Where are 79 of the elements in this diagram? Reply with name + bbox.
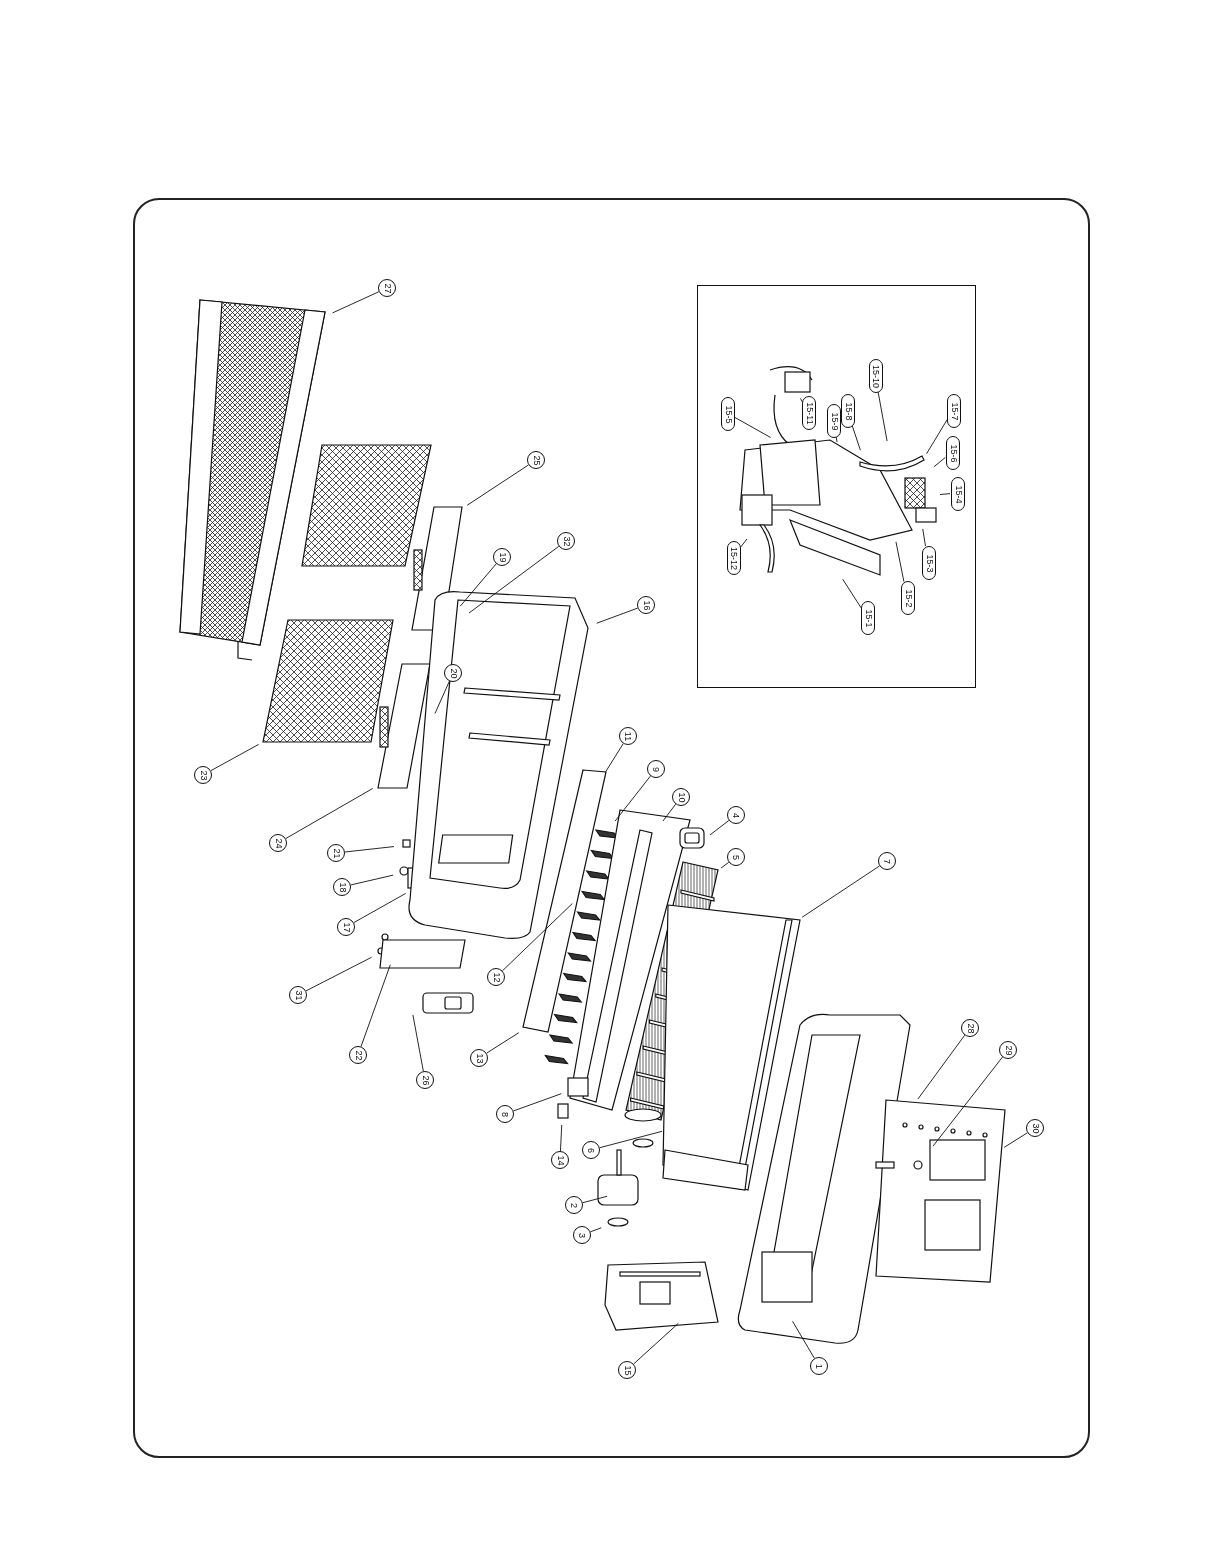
callout-number: 15-5 bbox=[721, 397, 735, 431]
callout-number: 27 bbox=[378, 279, 396, 297]
callout-number: 10 bbox=[672, 788, 690, 806]
callout-number: 15-2 bbox=[901, 581, 915, 615]
callout-number: 23 bbox=[194, 766, 212, 784]
callout-number: 17 bbox=[337, 918, 355, 936]
callout-number: 1 bbox=[810, 1357, 828, 1375]
callout-number: 15 bbox=[618, 1361, 636, 1379]
callout-number: 22 bbox=[349, 1046, 367, 1064]
callout-number: 15-8 bbox=[841, 394, 855, 428]
callout-number: 26 bbox=[416, 1071, 434, 1089]
leader-line bbox=[210, 743, 260, 772]
callout-number: 5 bbox=[727, 848, 745, 866]
leader-line bbox=[877, 390, 888, 442]
leader-line bbox=[332, 291, 380, 314]
leader-line bbox=[895, 541, 905, 583]
callout-number: 2 bbox=[565, 1196, 583, 1214]
callout-number: 3 bbox=[573, 1226, 591, 1244]
leader-line bbox=[599, 1130, 663, 1149]
leader-line bbox=[350, 874, 394, 886]
callout-number: 25 bbox=[527, 451, 545, 469]
leader-line bbox=[486, 1032, 520, 1054]
leader-line bbox=[922, 528, 926, 547]
callout-number: 8 bbox=[496, 1105, 514, 1123]
leader-line bbox=[799, 397, 803, 403]
callout-number: 13 bbox=[470, 1049, 488, 1067]
callout-number: 15-1 bbox=[861, 601, 875, 635]
leader-line bbox=[933, 457, 946, 468]
callout-number: 32 bbox=[557, 532, 575, 550]
leader-line bbox=[842, 578, 862, 609]
callout-number: 28 bbox=[961, 1019, 979, 1037]
callout-number: 21 bbox=[327, 844, 345, 862]
leader-line bbox=[792, 1320, 815, 1359]
leader-line bbox=[466, 464, 529, 506]
leader-line bbox=[305, 956, 372, 992]
leader-line bbox=[926, 419, 948, 455]
callout-number: 29 bbox=[999, 1041, 1017, 1059]
leader-line bbox=[835, 435, 838, 443]
leader-line bbox=[596, 607, 638, 624]
leader-line bbox=[360, 964, 391, 1047]
callout-number: 15-12 bbox=[727, 541, 741, 575]
callout-number: 15-9 bbox=[827, 404, 841, 438]
callout-number: 12 bbox=[487, 968, 505, 986]
callout-number: 15-4 bbox=[951, 477, 965, 511]
callout-number: 11 bbox=[619, 727, 637, 745]
leader-line bbox=[285, 788, 374, 839]
leader-line bbox=[939, 493, 951, 495]
leader-line bbox=[1003, 1132, 1028, 1148]
callout-number: 15-6 bbox=[946, 436, 960, 470]
callout-number: 31 bbox=[289, 986, 307, 1004]
leader-line bbox=[412, 1014, 424, 1072]
callout-number: 15-11 bbox=[802, 396, 816, 430]
callout-number: 15-3 bbox=[922, 546, 936, 580]
leader-line bbox=[344, 846, 395, 853]
callout-number: 30 bbox=[1026, 1119, 1044, 1137]
callout-number: 24 bbox=[269, 834, 287, 852]
leader-line bbox=[353, 893, 407, 924]
callout-number: 15-7 bbox=[947, 394, 961, 428]
callout-number: 4 bbox=[727, 806, 745, 824]
leader-line bbox=[738, 538, 748, 550]
leader-line bbox=[560, 1124, 563, 1152]
leader-line bbox=[513, 1093, 562, 1112]
leader-line bbox=[502, 903, 573, 972]
leader-line bbox=[605, 743, 624, 773]
leader-line bbox=[633, 1322, 679, 1365]
callout-number: 7 bbox=[878, 852, 896, 870]
callout-number: 18 bbox=[333, 878, 351, 896]
leader-line bbox=[582, 1195, 608, 1204]
callout-number: 6 bbox=[582, 1141, 600, 1159]
callout-number: 14 bbox=[551, 1151, 569, 1169]
leader-line bbox=[589, 1227, 602, 1233]
callout-number: 9 bbox=[647, 760, 665, 778]
leader-line bbox=[801, 865, 880, 918]
leader-line bbox=[733, 416, 772, 438]
leader-line bbox=[434, 680, 450, 714]
inset-frame bbox=[697, 285, 976, 688]
callout-number: 19 bbox=[493, 548, 511, 566]
callout-number: 15-10 bbox=[869, 359, 883, 393]
callout-number: 16 bbox=[637, 596, 655, 614]
